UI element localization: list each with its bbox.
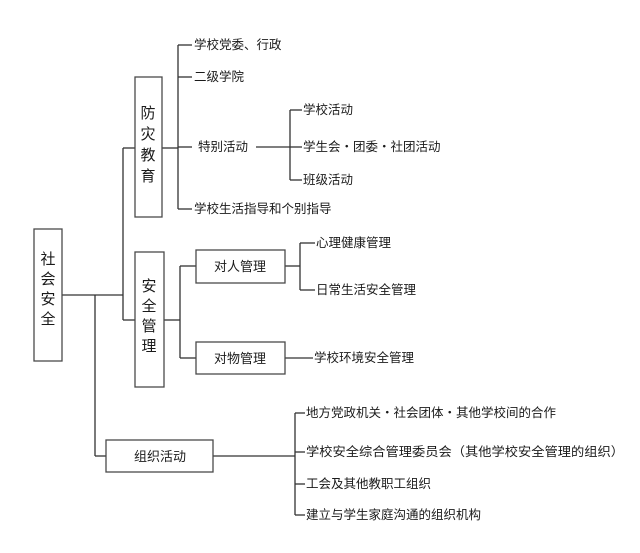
property-management-label: 对物管理 [214, 352, 266, 367]
people-management-label: 对人管理 [214, 260, 266, 275]
school-activities-label: 学校活动 [303, 102, 353, 117]
family-label: 建立与学生家庭沟通的组织机构 [306, 507, 481, 522]
student-union-label: 学生会・团委・社团活动 [303, 139, 441, 154]
cooperation-label: 地方党政机关・社会团体・其他学校间的合作 [306, 405, 557, 420]
organization-label: 组织活动 [134, 450, 186, 465]
party-admin-label: 学校党委、行政 [194, 37, 282, 52]
organization-node-box [105, 439, 214, 473]
guidance-label: 学校生活指导和个别指导 [194, 201, 332, 216]
daily-life-label: 日常生活安全管理 [316, 282, 417, 297]
mental-health-label: 心理健康管理 [316, 235, 392, 250]
class-activities-label: 班级活动 [303, 172, 353, 187]
safety-management-node-box [134, 251, 165, 388]
root-node-box [33, 228, 63, 362]
committee-label: 学校安全综合管理委员会（其他学校安全管理的组织） [306, 444, 624, 459]
special-activities-label: 特别活动 [198, 139, 248, 154]
secondary-college-label: 二级学院 [194, 69, 245, 84]
disaster-education-label: 防灾教育 [140, 104, 155, 185]
root-label: 社会安全 [40, 250, 55, 328]
safety-management-label: 安全管理 [141, 277, 156, 355]
people-management-node-box [195, 249, 286, 284]
disaster-education-node-box [134, 76, 163, 218]
property-management-node-box [195, 341, 286, 375]
union-label: 工会及其他教职工组织 [306, 476, 431, 491]
campus-env-label: 学校环境安全管理 [314, 350, 415, 365]
